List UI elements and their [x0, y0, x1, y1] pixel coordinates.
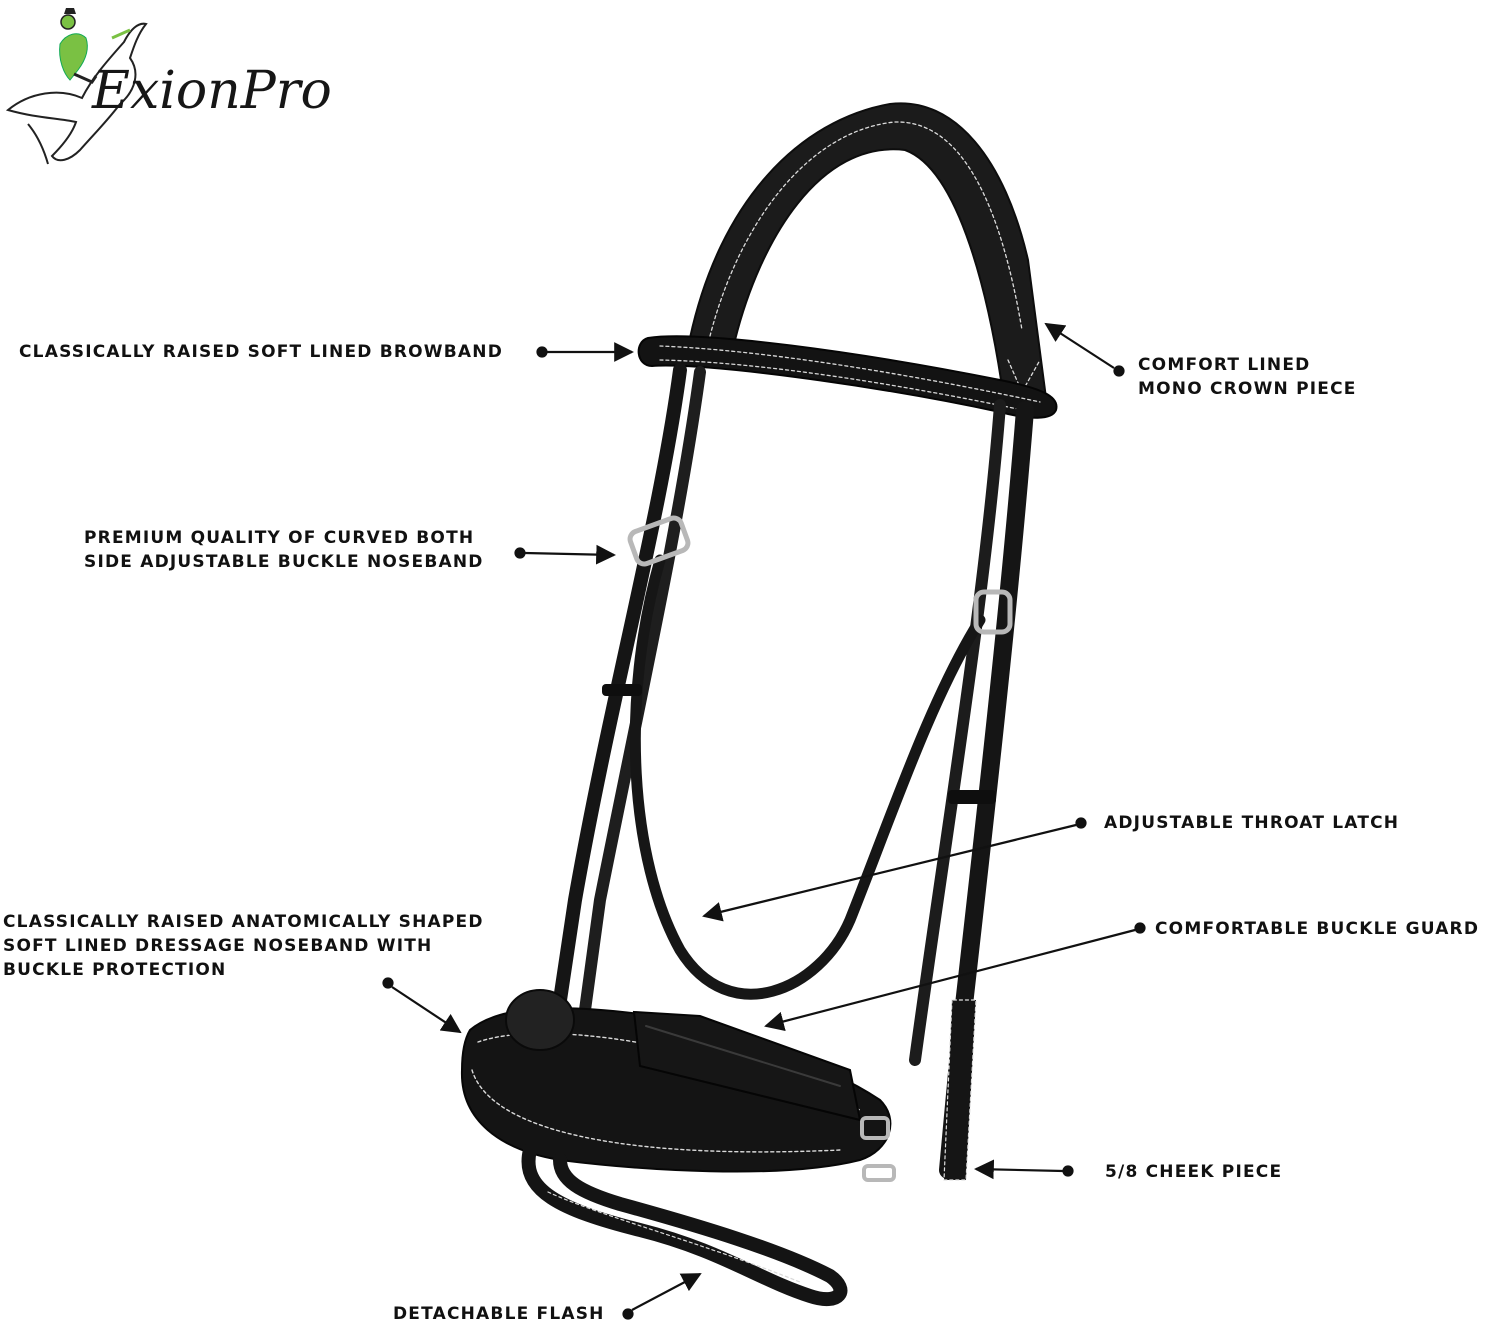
pointer-dot-cheek-piece [1062, 1165, 1074, 1177]
bridle-illustration [460, 102, 1058, 1307]
label-cheek-piece: 5/8 CHEEK PIECE [1105, 1162, 1283, 1182]
label-crown-line1: COMFORT LINED [1138, 355, 1311, 375]
label-buckle-noseband-line1: PREMIUM QUALITY OF CURVED BOTH [84, 528, 475, 548]
pointer-dot-crown [1113, 365, 1125, 377]
label-crown-line2: MONO CROWN PIECE [1138, 379, 1357, 399]
brand-logo-wordmark: ExionPro [91, 61, 332, 121]
label-dressage-noseband-line2: SOFT LINED DRESSAGE NOSEBAND WITH [3, 936, 433, 956]
label-dressage-noseband-line3: BUCKLE PROTECTION [3, 960, 227, 980]
pointer-throat-latch [702, 823, 1077, 922]
right-buckle [973, 589, 1013, 635]
pointer-cheek-piece [974, 1159, 1064, 1180]
throat-keeper [948, 790, 996, 804]
throat-latch [629, 554, 986, 1000]
pointer-buckle-noseband [524, 544, 616, 565]
pointer-dot-buckle-noseband [514, 547, 526, 559]
label-buckle-guard: COMFORTABLE BUCKLE GUARD [1155, 919, 1480, 939]
label-dressage-noseband-line1: CLASSICALLY RAISED ANATOMICALLY SHAPED [3, 912, 484, 932]
label-flash: DETACHABLE FLASH [393, 1304, 605, 1324]
pointer-dot-throat-latch [1075, 817, 1087, 829]
label-throat-latch: ADJUSTABLE THROAT LATCH [1104, 813, 1400, 833]
callout-pointers [382, 322, 1146, 1320]
right-cheek-strap [939, 401, 1034, 1179]
pointer-dot-buckle-guard [1134, 922, 1146, 934]
pointer-crown [1044, 322, 1115, 369]
pointer-buckle-guard [764, 928, 1136, 1032]
detachable-flash [521, 1143, 848, 1307]
left-buckle [627, 515, 691, 567]
pointer-dot-browband [536, 346, 548, 358]
label-buckle-noseband-line2: SIDE ADJUSTABLE BUCKLE NOSEBAND [84, 552, 484, 572]
brand-logo-illustration [5, 8, 148, 165]
pointer-dot-dressage-noseband [382, 977, 394, 989]
pointer-dressage-noseband [391, 986, 462, 1034]
pointer-dot-flash [622, 1308, 634, 1320]
browband [637, 335, 1058, 419]
left-cheek-strap [553, 363, 687, 1007]
pointer-flash [631, 1273, 702, 1311]
label-browband: CLASSICALLY RAISED SOFT LINED BROWBAND [19, 342, 504, 362]
